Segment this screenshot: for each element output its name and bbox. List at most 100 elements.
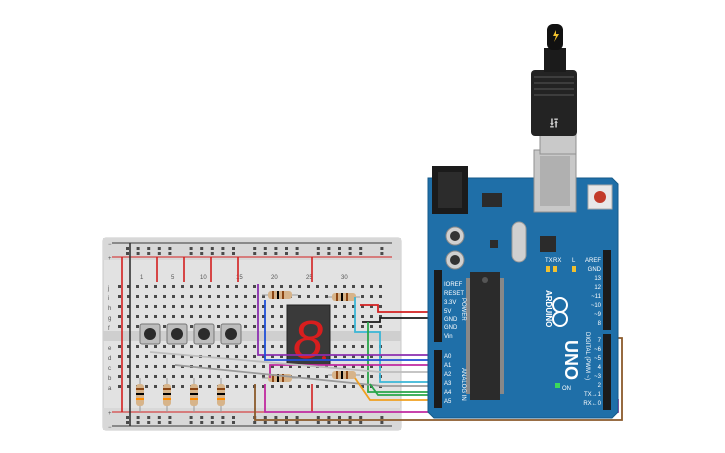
- breadboard-hole[interactable]: [190, 345, 193, 348]
- breadboard-hole[interactable]: [190, 285, 193, 288]
- breadboard-hole[interactable]: [359, 421, 363, 424]
- breadboard-hole[interactable]: [244, 325, 247, 328]
- breadboard-hole[interactable]: [154, 295, 157, 298]
- breadboard-hole[interactable]: [168, 252, 172, 255]
- breadboard-hole[interactable]: [217, 365, 220, 368]
- breadboard-hole[interactable]: [253, 315, 256, 318]
- breadboard-hole[interactable]: [343, 315, 346, 318]
- breadboard-hole[interactable]: [359, 247, 363, 250]
- breadboard-hole[interactable]: [226, 285, 229, 288]
- breadboard-hole[interactable]: [338, 416, 341, 419]
- breadboard-hole[interactable]: [118, 355, 121, 358]
- resistor[interactable]: [262, 291, 298, 299]
- breadboard-hole[interactable]: [232, 416, 235, 419]
- breadboard-hole[interactable]: [136, 375, 139, 378]
- breadboard-hole[interactable]: [232, 252, 235, 255]
- breadboard-hole[interactable]: [359, 252, 363, 255]
- breadboard-hole[interactable]: [359, 416, 363, 419]
- breadboard-hole[interactable]: [262, 295, 265, 298]
- breadboard-hole[interactable]: [271, 315, 274, 318]
- breadboard-hole[interactable]: [361, 385, 364, 388]
- breadboard-hole[interactable]: [154, 315, 157, 318]
- breadboard-hole[interactable]: [352, 325, 355, 328]
- breadboard-hole[interactable]: [361, 345, 364, 348]
- breadboard-hole[interactable]: [235, 385, 238, 388]
- breadboard-hole[interactable]: [181, 355, 184, 358]
- breadboard-hole[interactable]: [163, 315, 166, 318]
- breadboard-hole[interactable]: [262, 345, 265, 348]
- breadboard-hole[interactable]: [348, 416, 352, 419]
- breadboard-hole[interactable]: [235, 295, 238, 298]
- breadboard-hole[interactable]: [235, 305, 238, 308]
- breadboard-hole[interactable]: [210, 247, 214, 250]
- breadboard-hole[interactable]: [136, 285, 139, 288]
- breadboard-hole[interactable]: [285, 252, 288, 255]
- breadboard-hole[interactable]: [118, 285, 121, 288]
- breadboard-hole[interactable]: [334, 365, 337, 368]
- breadboard-hole[interactable]: [189, 247, 193, 250]
- breadboard-hole[interactable]: [253, 421, 257, 424]
- breadboard-hole[interactable]: [190, 315, 193, 318]
- breadboard-hole[interactable]: [199, 385, 202, 388]
- breadboard-hole[interactable]: [298, 365, 301, 368]
- breadboard-hole[interactable]: [244, 305, 247, 308]
- breadboard-hole[interactable]: [380, 416, 384, 419]
- breadboard-hole[interactable]: [190, 305, 193, 308]
- pushbutton[interactable]: [193, 323, 215, 345]
- breadboard-hole[interactable]: [210, 252, 214, 255]
- breadboard-hole[interactable]: [172, 345, 175, 348]
- breadboard-hole[interactable]: [136, 421, 140, 424]
- breadboard-hole[interactable]: [217, 315, 220, 318]
- breadboard-hole[interactable]: [285, 421, 288, 424]
- breadboard-hole[interactable]: [172, 305, 175, 308]
- breadboard-hole[interactable]: [235, 375, 238, 378]
- breadboard-hole[interactable]: [235, 315, 238, 318]
- breadboard-hole[interactable]: [379, 285, 382, 288]
- breadboard-hole[interactable]: [334, 325, 337, 328]
- breadboard-hole[interactable]: [136, 416, 140, 419]
- breadboard-hole[interactable]: [172, 295, 175, 298]
- breadboard-hole[interactable]: [253, 365, 256, 368]
- breadboard-hole[interactable]: [338, 247, 341, 250]
- breadboard-hole[interactable]: [154, 345, 157, 348]
- breadboard-hole[interactable]: [217, 355, 220, 358]
- breadboard-hole[interactable]: [289, 365, 292, 368]
- breadboard-hole[interactable]: [379, 295, 382, 298]
- breadboard-hole[interactable]: [244, 365, 247, 368]
- breadboard-hole[interactable]: [168, 247, 172, 250]
- breadboard-hole[interactable]: [343, 325, 346, 328]
- breadboard-hole[interactable]: [253, 355, 256, 358]
- breadboard-hole[interactable]: [189, 421, 193, 424]
- breadboard-hole[interactable]: [285, 416, 288, 419]
- breadboard-hole[interactable]: [145, 305, 148, 308]
- breadboard-hole[interactable]: [253, 247, 257, 250]
- breadboard-hole[interactable]: [154, 285, 157, 288]
- breadboard-hole[interactable]: [352, 315, 355, 318]
- breadboard-hole[interactable]: [163, 305, 166, 308]
- breadboard-hole[interactable]: [316, 416, 320, 419]
- breadboard-hole[interactable]: [338, 252, 341, 255]
- breadboard-hole[interactable]: [370, 305, 373, 308]
- breadboard-hole[interactable]: [253, 375, 256, 378]
- breadboard-hole[interactable]: [136, 315, 139, 318]
- breadboard-hole[interactable]: [370, 345, 373, 348]
- breadboard-hole[interactable]: [380, 421, 384, 424]
- breadboard-hole[interactable]: [325, 375, 328, 378]
- breadboard-hole[interactable]: [232, 247, 235, 250]
- breadboard-hole[interactable]: [280, 315, 283, 318]
- breadboard-hole[interactable]: [199, 345, 202, 348]
- breadboard-hole[interactable]: [210, 416, 214, 419]
- breadboard-hole[interactable]: [262, 355, 265, 358]
- resistor[interactable]: [136, 378, 144, 412]
- breadboard-hole[interactable]: [181, 345, 184, 348]
- breadboard-hole[interactable]: [361, 355, 364, 358]
- breadboard-hole[interactable]: [343, 285, 346, 288]
- breadboard-hole[interactable]: [145, 365, 148, 368]
- breadboard-hole[interactable]: [379, 325, 382, 328]
- breadboard-hole[interactable]: [289, 285, 292, 288]
- breadboard-hole[interactable]: [208, 285, 211, 288]
- breadboard-hole[interactable]: [361, 315, 364, 318]
- breadboard-hole[interactable]: [145, 315, 148, 318]
- breadboard-hole[interactable]: [295, 247, 299, 250]
- breadboard-hole[interactable]: [168, 416, 172, 419]
